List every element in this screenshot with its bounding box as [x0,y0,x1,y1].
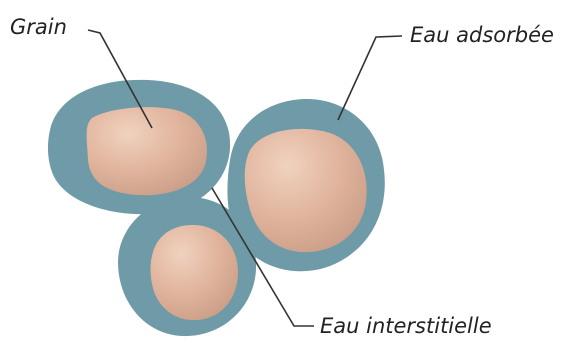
grain-label: Grain [10,15,67,39]
interstitial-water-label: Eau interstitielle [320,314,492,338]
grain-core-bottom [151,225,239,320]
adsorbed-water-label: Eau adsorbée [410,23,554,47]
grain-core-left [87,107,207,195]
adsorbed-water-leader-line [338,36,402,120]
grain-particle-left [48,80,230,214]
grain-particle-bottom [118,197,256,336]
